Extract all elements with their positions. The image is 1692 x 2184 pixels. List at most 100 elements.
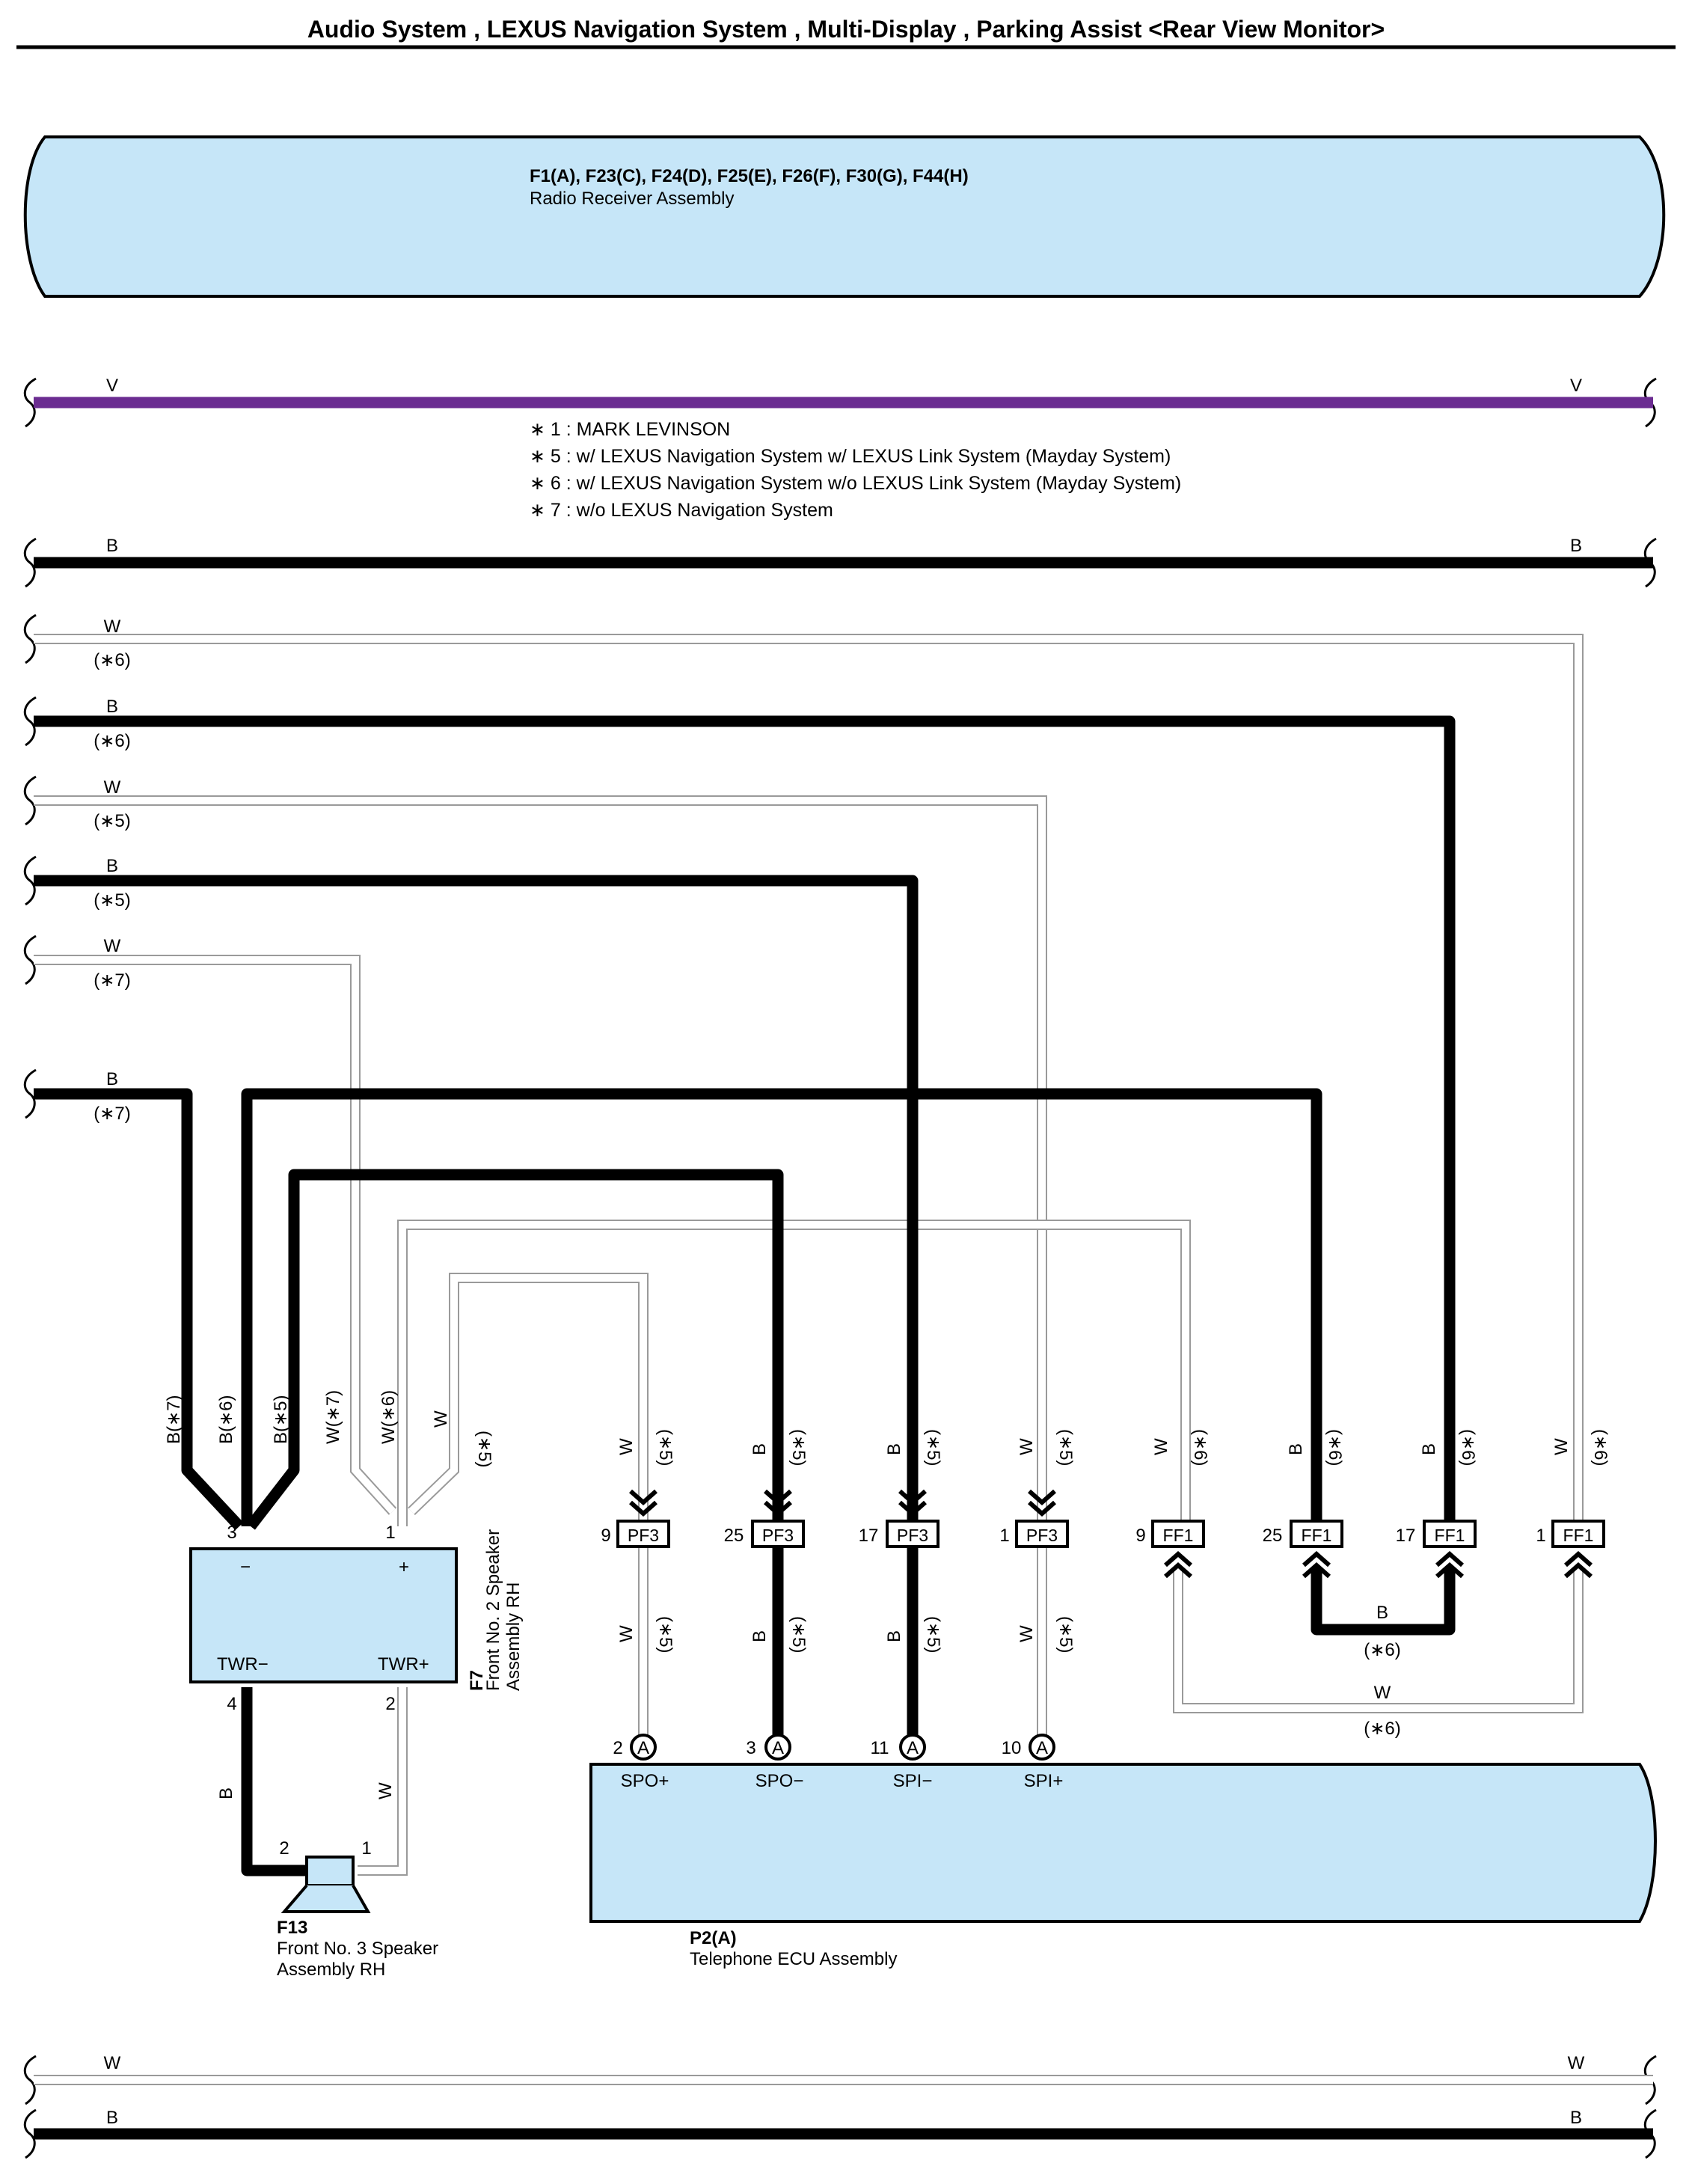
f7-input-labels: B(∗7) B(∗6) B(∗5) W(∗7) W(∗6) W (∗5) xyxy=(164,1390,494,1468)
telephone-ecu-assembly: A A A A 2 3 11 10 SPO+ SPO− SPI− SPI+ P2… xyxy=(589,1734,1657,1969)
wire-label-v-right: V xyxy=(1570,376,1582,396)
p2-name: Telephone ECU Assembly xyxy=(690,1949,897,1969)
f13-pin-1: 1 xyxy=(361,1838,371,1859)
f7-minus: − xyxy=(240,1557,251,1577)
f7-speaker-assembly: 3 1 − + TWR− TWR+ 4 2 F7 Front No. 2 Spe… xyxy=(189,1523,524,1714)
ff1-pin-1: 1 xyxy=(1536,1526,1545,1546)
p2-pin-3: 3 xyxy=(746,1738,755,1758)
f13-name-2: Assembly RH xyxy=(277,1960,385,1980)
jlabel-s5-2: (∗5) xyxy=(788,1429,809,1466)
label-s5-1: (∗5) xyxy=(94,811,130,831)
label-s5-f7: (∗5) xyxy=(474,1431,494,1467)
junction-pf3-17 xyxy=(886,1520,940,1548)
p2-letter-1: A xyxy=(637,1738,649,1758)
white-wires xyxy=(34,634,1653,2085)
ff1-pin-17: 17 xyxy=(1396,1526,1416,1546)
pf3-pin-17: 17 xyxy=(859,1526,879,1546)
loop-label-w: W xyxy=(1374,1683,1391,1703)
pf3-label-1: PF3 xyxy=(628,1526,659,1545)
jlabel-s6-1: (∗6) xyxy=(1190,1429,1210,1466)
loop-label-s6-w: (∗6) xyxy=(1364,1719,1400,1739)
page-title: Audio System , LEXUS Navigation System ,… xyxy=(307,16,1385,43)
note-1: ∗ 1 : MARK LEVINSON xyxy=(530,419,730,440)
label-b5: B(∗5) xyxy=(271,1395,291,1444)
jlabel-b-3: B xyxy=(1286,1443,1306,1455)
loop-label-b: B xyxy=(1376,1603,1388,1623)
f7-plus: + xyxy=(399,1557,409,1577)
junction-ff1-25 xyxy=(1290,1520,1343,1548)
ff1-label-2: FF1 xyxy=(1302,1526,1332,1545)
llabel-w-2: W xyxy=(1017,1625,1037,1642)
label-b-1: B xyxy=(106,697,118,717)
label-w6: W(∗6) xyxy=(378,1390,399,1444)
pf3-pin-1: 1 xyxy=(999,1526,1009,1546)
f13-pin-2: 2 xyxy=(279,1838,289,1859)
f7-twr-minus: TWR− xyxy=(217,1654,269,1674)
llabel-w-1: W xyxy=(616,1625,637,1642)
ff1-label-4: FF1 xyxy=(1563,1526,1594,1545)
jlabel-s6-2: (∗6) xyxy=(1325,1429,1345,1466)
jlabel-s5-1: (∗5) xyxy=(655,1429,675,1466)
label-b6: B(∗6) xyxy=(216,1395,236,1444)
p2-pin-11: 11 xyxy=(871,1738,889,1758)
p2-letter-4: A xyxy=(1036,1738,1048,1758)
f7-code: F7 xyxy=(467,1670,487,1691)
junction-ff1-row: FF1 9 FF1 25 FF1 17 FF1 1 xyxy=(1135,1520,1605,1548)
label-s7-2: (∗7) xyxy=(94,1104,130,1124)
jlabel-w-1: W xyxy=(616,1438,637,1455)
p2-code: P2(A) xyxy=(690,1928,737,1948)
p2-terminal-spi-plus: SPI+ xyxy=(1024,1771,1064,1791)
label-s6-2: (∗6) xyxy=(94,731,130,751)
p2-terminal-spi-minus: SPI− xyxy=(893,1771,933,1791)
left-wire-labels: W (∗6) B (∗6) W (∗5) B (∗5) W (∗7) B (∗7… xyxy=(94,617,130,1124)
pf3-pin-9: 9 xyxy=(601,1526,610,1546)
note-7: ∗ 7 : w/o LEXUS Navigation System xyxy=(530,500,833,521)
label-w-1: W xyxy=(104,617,121,637)
label-w-2: W xyxy=(104,777,121,798)
note-6: ∗ 6 : w/ LEXUS Navigation System w/o LEX… xyxy=(530,473,1181,494)
jlabel-s5-3: (∗5) xyxy=(923,1429,943,1466)
ff1-label-1: FF1 xyxy=(1163,1526,1194,1545)
llabel-s5-2: (∗5) xyxy=(788,1616,809,1653)
speaker-icon xyxy=(305,1856,355,1887)
p2-letter-3: A xyxy=(907,1738,919,1758)
label-w-3: W xyxy=(104,936,121,956)
label-b-3: B xyxy=(106,1069,118,1089)
ff1-pin-9: 9 xyxy=(1135,1526,1145,1546)
p2-pin-2: 2 xyxy=(613,1738,622,1758)
loop-label-s6-b: (∗6) xyxy=(1364,1640,1400,1660)
f13-speaker: 2 1 F13 Front No. 3 Speaker Assembly RH xyxy=(277,1838,438,1980)
p2-terminal-circles xyxy=(630,1734,1055,1761)
llabel-b-1: B xyxy=(750,1630,770,1642)
jlabel-w-3: W xyxy=(1151,1438,1171,1455)
jlabel-w-2: W xyxy=(1017,1438,1037,1455)
ff1-arrow-icons xyxy=(1164,1550,1593,1579)
f7-pin-4: 4 xyxy=(227,1694,236,1714)
pf3-label-3: PF3 xyxy=(897,1526,928,1545)
ff1-pin-25: 25 xyxy=(1263,1526,1283,1546)
junction-pf3-row: PF3 9 PF3 25 PF3 17 PF3 1 xyxy=(601,1520,1069,1548)
black-wires xyxy=(34,715,1653,2140)
label-b-2: B xyxy=(106,856,118,876)
p2-letter-2: A xyxy=(772,1738,784,1758)
pf3-arrow-icons xyxy=(629,1489,1056,1517)
llabel-s5-3: (∗5) xyxy=(923,1616,943,1653)
label-b7: B(∗7) xyxy=(164,1395,184,1444)
wire-label-v-left: V xyxy=(106,376,118,396)
junction-lower-labels: W (∗5) B (∗5) B (∗5) W (∗5) xyxy=(616,1616,1076,1653)
junction-ff1-9 xyxy=(1151,1520,1205,1548)
jlabel-w-4: W xyxy=(1551,1438,1572,1455)
junction-pf3-9 xyxy=(616,1520,670,1548)
jlabel-b-2: B xyxy=(884,1443,904,1455)
junction-pf3-1 xyxy=(1015,1520,1069,1548)
label-s7-1: (∗7) xyxy=(94,970,130,991)
label-s6-1: (∗6) xyxy=(94,650,130,670)
pf3-label-4: PF3 xyxy=(1026,1526,1058,1545)
jlabel-b-4: B xyxy=(1419,1443,1439,1455)
wire-label-b-right: B xyxy=(1570,536,1582,556)
p2-terminal-spo-plus: SPO+ xyxy=(621,1771,669,1791)
jlabel-s5-4: (∗5) xyxy=(1055,1429,1076,1466)
label-b-f13: B xyxy=(216,1787,236,1799)
radio-name: Radio Receiver Assembly xyxy=(530,189,734,209)
junction-upper-labels: W (∗5) B (∗5) B (∗5) W (∗5) W (∗6) B (∗6… xyxy=(616,1429,1610,1466)
